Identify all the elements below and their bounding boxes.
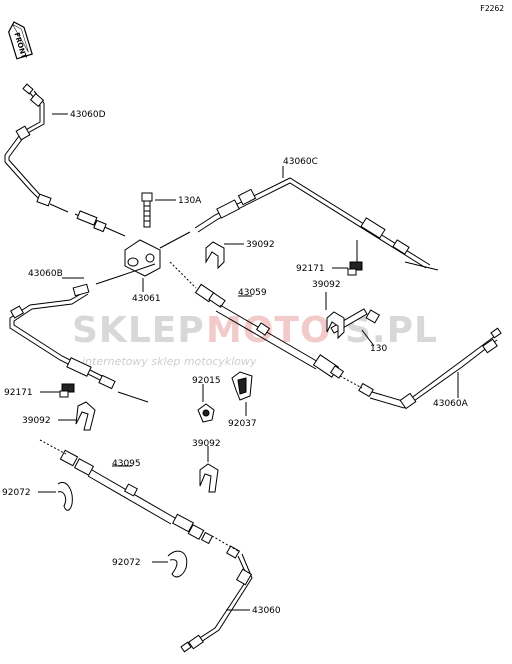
label-130: 130 [370,344,387,354]
hose-43095 [59,449,214,545]
label-92037: 92037 [228,419,257,429]
label-39092-right: 39092 [312,280,341,290]
bracket-39092-right [325,292,345,340]
junction-block-43061 [124,239,161,292]
clamp-92037 [231,371,253,416]
hose-43059 [194,283,345,379]
hose-43060d [4,83,126,237]
label-43061: 43061 [132,294,161,304]
label-43060a: 43060A [433,399,469,409]
watermark: SKLEP MOTO S.PL internetowy sklep motocy… [72,310,437,368]
label-92015: 92015 [192,376,221,386]
diagram-code: F2262 [480,4,504,13]
label-92171-left: 92171 [4,388,33,398]
label-39092-lower: 39092 [192,439,221,449]
label-130a: 130A [178,196,202,206]
bolt-130a [141,192,176,228]
bracket-39092-left [58,401,96,431]
label-39092-top: 39092 [246,240,275,250]
label-43060: 43060 [252,606,281,616]
front-arrow-icon: FRONT [8,21,33,60]
hose-43060 [180,545,253,653]
watermark-brand-a: SKLEP [72,310,205,351]
label-92072-left: 92072 [2,488,31,498]
label-39092-left: 39092 [22,416,51,426]
hose-43060c [159,166,439,271]
label-43060d: 43060D [70,110,106,120]
hose-43060a [358,327,502,410]
watermark-tagline: internetowy sklep motocyklowy [82,355,257,368]
label-43059: 43059 [238,288,267,298]
label-43060c: 43060C [283,157,318,167]
label-92171-right: 92171 [296,264,325,274]
clip-92171-right [332,261,363,276]
band-92072-lower [152,550,188,578]
label-43095: 43095 [112,459,141,469]
bracket-39092-top [205,241,244,270]
band-92072-left [38,482,73,511]
clip-92171-left [40,383,75,398]
label-43060b: 43060B [28,269,63,279]
hose-43060b [9,263,156,403]
clamp-92015 [197,384,215,423]
bracket-39092-lower [199,446,219,493]
label-92072-lower: 92072 [112,558,141,568]
leader-lines [39,261,363,553]
